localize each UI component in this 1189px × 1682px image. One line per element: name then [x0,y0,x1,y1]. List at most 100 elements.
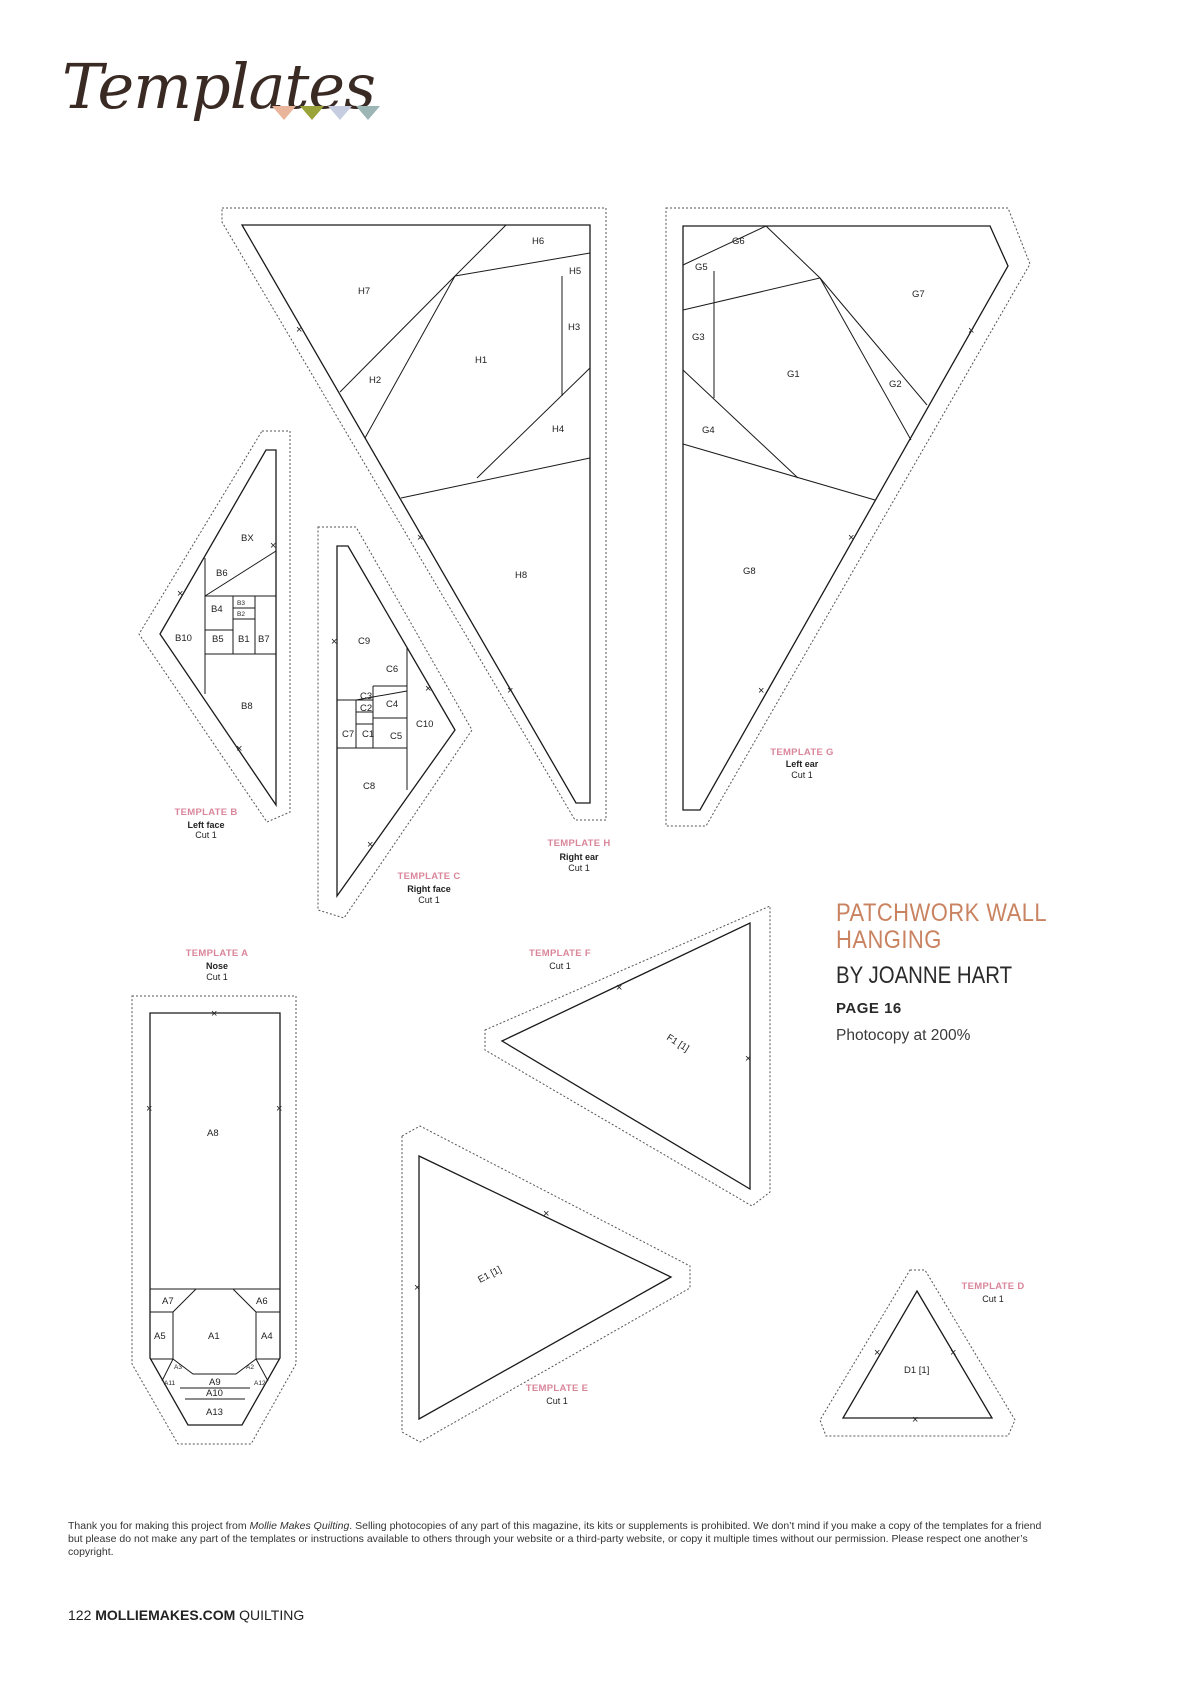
copyright-note: Thank you for making this project from M… [68,1520,1058,1559]
template-c-name: TEMPLATE C [398,871,461,882]
template-e: E1 [1] × × TEMPLATE E Cut 1 [401,1125,691,1443]
bunting-flag [328,106,352,120]
piece-c9: C9 [358,636,370,647]
piece-a10: A10 [206,1388,223,1399]
template-a-cut: Cut 1 [206,972,228,982]
project-page-ref: PAGE 16 [836,1000,902,1017]
template-c-desc: Right face [407,884,451,894]
template-c: C9 C6 C3 C4 C2 C10 C7 C1 C5 C8 × × × TEM… [317,526,473,919]
piece-f1: F1 [1] [664,1032,690,1054]
piece-b8: B8 [241,701,253,712]
registration-mark: × [950,1347,956,1359]
page-title: Templates [62,50,376,123]
piece-c2: C2 [360,703,372,714]
piece-a9: A9 [209,1377,221,1388]
registration-mark: × [616,982,622,994]
template-a-name: TEMPLATE A [186,948,249,959]
piece-g2: G2 [889,379,902,390]
piece-a6: A6 [256,1296,268,1307]
template-g: G6 G5 G7 G3 G1 G2 G4 G8 × × × TEMPLATE G… [665,207,1031,827]
piece-h1: H1 [475,355,487,366]
template-d-name: TEMPLATE D [962,1281,1025,1292]
piece-a5: A5 [154,1331,166,1342]
template-h-name: TEMPLATE H [548,838,611,849]
piece-b3: B3 [237,600,245,607]
registration-mark: × [543,1208,549,1220]
registration-mark: × [874,1347,880,1359]
piece-g6: G6 [732,236,745,247]
template-f-cut: Cut 1 [549,961,571,971]
template-h-cut: Cut 1 [568,863,590,873]
piece-a12: A12 [254,1380,266,1387]
page-footer: 122 MOLLIEMAKES.COM QUILTING [68,1607,304,1623]
template-g-name: TEMPLATE G [770,747,834,758]
registration-mark: × [236,743,242,755]
piece-g8: G8 [743,566,756,577]
registration-mark: × [745,1053,751,1065]
piece-c7: C7 [342,729,354,740]
project-title: PATCHWORK WALL HANGING [836,899,1047,954]
piece-b6: B6 [216,568,228,579]
piece-g4: G4 [702,425,715,436]
piece-b2: B2 [237,611,245,618]
piece-a3: A3 [174,1364,182,1371]
template-f: F1 [1] × × TEMPLATE F Cut 1 [484,905,771,1207]
page-number: 122 [68,1607,92,1623]
piece-a2: A2 [246,1364,254,1371]
piece-a1: A1 [208,1331,220,1342]
section-name: QUILTING [239,1607,305,1623]
template-b-name: TEMPLATE B [175,807,238,818]
piece-b10: B10 [175,633,192,644]
piece-a13: A13 [206,1407,223,1418]
piece-c8: C8 [363,781,375,792]
template-g-desc: Left ear [786,759,819,769]
registration-mark: × [414,1282,420,1294]
site-name: MOLLIEMAKES.COM [95,1607,236,1623]
piece-h2: H2 [369,375,381,386]
bunting-decoration [272,106,380,120]
template-d-cut: Cut 1 [982,1294,1004,1304]
registration-mark: × [968,325,974,337]
piece-a7: A7 [162,1296,174,1307]
registration-mark: × [331,636,337,648]
bunting-flag [272,106,296,120]
template-b-desc: Left face [187,820,224,830]
photocopy-instruction: Photocopy at 200% [836,1027,971,1044]
piece-c4: C4 [386,699,398,710]
registration-mark: × [848,532,854,544]
registration-mark: × [507,685,513,697]
piece-c3: C3 [360,691,372,702]
piece-g7: G7 [912,289,925,300]
piece-b4: B4 [211,604,223,615]
piece-c6: C6 [386,664,398,675]
piece-b7: B7 [258,634,270,645]
registration-mark: × [211,1008,217,1020]
registration-mark: × [276,1103,282,1115]
magazine-name: Mollie Makes Quilting [249,1520,350,1532]
template-h-desc: Right ear [559,852,599,862]
piece-h8: H8 [515,570,527,581]
piece-d1: D1 [1] [904,1365,929,1376]
template-f-name: TEMPLATE F [529,948,591,959]
template-e-name: TEMPLATE E [526,1383,588,1394]
template-g-cut: Cut 1 [791,770,813,780]
piece-bx: BX [241,533,254,544]
piece-h5: H5 [569,266,581,277]
piece-g5: G5 [695,262,708,273]
registration-mark: × [296,324,302,336]
piece-c10: C10 [416,719,433,730]
piece-h7: H7 [358,286,370,297]
template-e-cut: Cut 1 [546,1396,568,1406]
piece-h4: H4 [552,424,564,435]
registration-mark: × [177,588,183,600]
piece-b5: B5 [212,634,224,645]
template-d: D1 [1] × × × TEMPLATE D Cut 1 [819,1269,1025,1437]
bunting-flag [356,106,380,120]
registration-mark: × [270,540,276,552]
template-h: H6 H5 H7 H3 H1 H2 H4 H8 × × × TEMPLATE H… [221,207,611,873]
copyright-text-end: . Selling photocopies of any part of thi… [68,1520,1042,1558]
template-b: BX B6 B3 B4 B2 B10 B5 B1 B7 B8 × × × TEM… [138,430,291,840]
template-c-cut: Cut 1 [418,895,440,905]
piece-h6: H6 [532,236,544,247]
